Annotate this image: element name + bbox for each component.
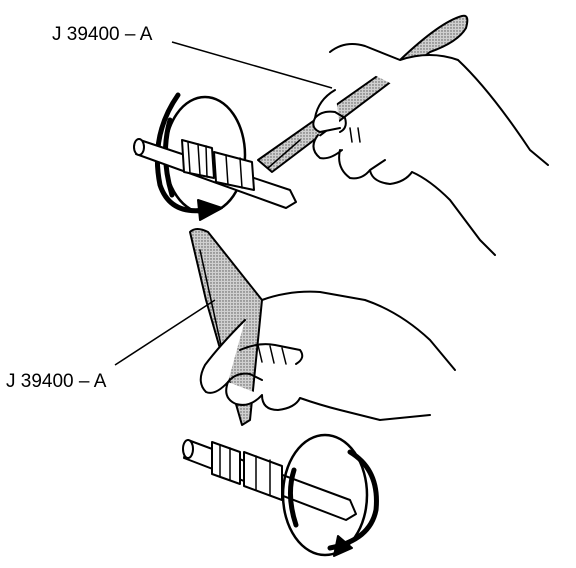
leader-line-top	[171, 41, 333, 89]
bottom-fitting	[211, 441, 241, 485]
top-hand	[312, 43, 549, 256]
tool-callout-label-top: J 39400 – A	[52, 24, 153, 45]
bottom-nut	[243, 451, 283, 501]
top-rotation-arrow	[154, 92, 208, 214]
leader-line-bottom	[114, 299, 216, 366]
top-tool	[257, 14, 469, 173]
bottom-hand	[199, 290, 456, 421]
bottom-tool	[189, 228, 263, 426]
bottom-rotation-arrow	[327, 449, 379, 551]
bottom-illustration	[182, 228, 456, 557]
top-illustration	[133, 14, 549, 256]
tool-callout-label-bottom: J 39400 – A	[6, 371, 107, 392]
bottom-wheel	[281, 433, 369, 557]
